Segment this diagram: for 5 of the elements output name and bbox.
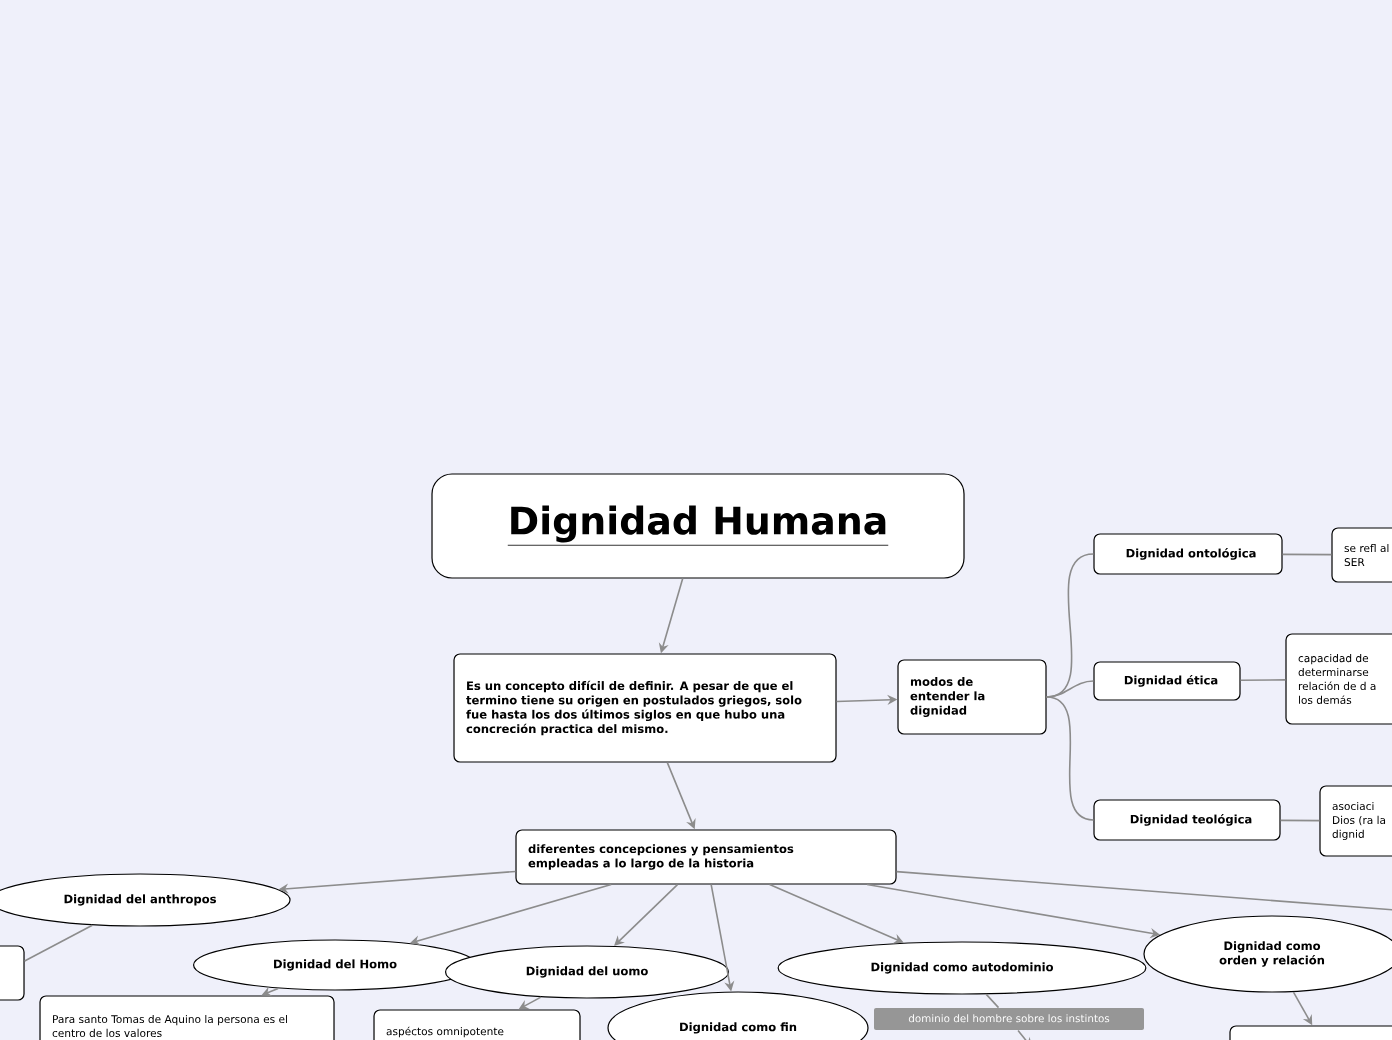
empty-box [0,945,25,1001]
title-box: Dignidad Humana [431,473,965,579]
connector-arrow [614,883,679,946]
connector-arrow [1017,1029,1032,1040]
empty-box [1229,1025,1392,1040]
